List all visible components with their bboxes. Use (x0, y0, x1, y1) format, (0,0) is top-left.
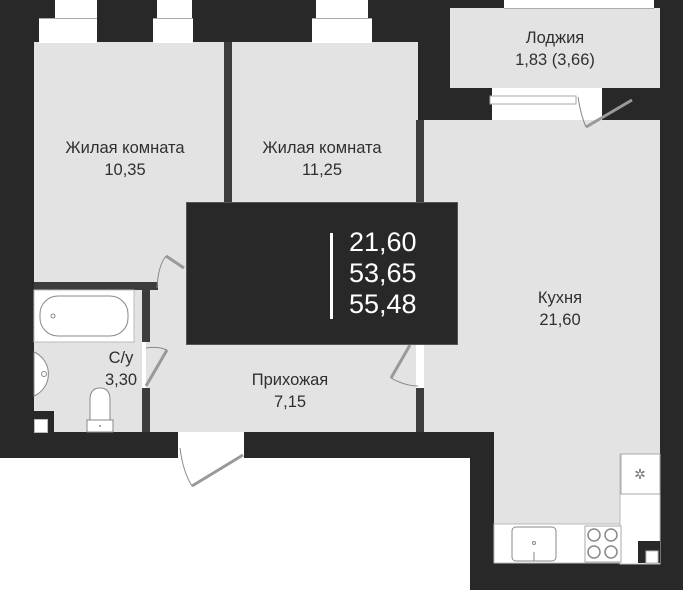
riser-icon (34, 419, 48, 433)
room-label-kitchen: Кухня 21,60 (538, 287, 582, 331)
wall-bottom-kitchen (470, 563, 683, 590)
bathtub-icon (33, 289, 135, 343)
room-name: Жилая комната (65, 139, 185, 157)
partition-bedrooms (224, 42, 232, 202)
stove-icon (584, 525, 622, 563)
window-icon[interactable] (504, 0, 654, 9)
kitchen-sink-icon (511, 526, 557, 562)
window-icon[interactable] (55, 0, 97, 18)
summary-values: 21,60 53,65 55,48 (349, 227, 417, 320)
entry-outside (0, 458, 470, 590)
room-label-loggia: Лоджия 1,83 (3,66) (515, 27, 595, 71)
fridge-icon: ✲ (620, 453, 661, 495)
area-summary-box: 21,60 53,65 55,48 (186, 202, 458, 345)
room-label-hall: Прихожая 7,15 (252, 369, 328, 413)
room-bedroom-2 (232, 42, 418, 202)
partition-bath-right-top (142, 290, 150, 342)
window-icon[interactable] (153, 18, 193, 43)
room-label-bedroom-2: Жилая комната 11,25 (262, 137, 381, 181)
wall-right (660, 0, 683, 590)
door-icon[interactable] (144, 96, 633, 488)
room-hall-left (34, 202, 184, 282)
riser-icon (645, 550, 659, 564)
loggia-door-frame (489, 95, 577, 105)
room-name: С/у (108, 349, 134, 367)
window-icon[interactable] (39, 18, 97, 43)
room-area: 3,30 (104, 371, 138, 389)
room-name: Жилая комната (262, 139, 382, 157)
toilet-icon (86, 387, 114, 433)
room-area: 7,15 (273, 393, 307, 411)
room-name: Прихожая (251, 371, 329, 389)
partition-bedroom2-kitchen (416, 120, 424, 202)
room-area: 11,25 (301, 161, 343, 179)
partition-hall-kitchen (416, 388, 424, 432)
bathroom-door-opening (178, 432, 244, 458)
room-loggia (450, 8, 660, 88)
total-area-value: 53,65 (349, 258, 417, 288)
partition-bath-right-bottom (142, 388, 150, 432)
room-area: 21,60 (539, 311, 581, 329)
room-label-bathroom: С/у 3,30 (105, 347, 137, 391)
room-area: 1,83 (3,66) (515, 51, 595, 69)
room-name: Кухня (537, 289, 583, 307)
partition-bath-top (34, 282, 158, 290)
wall-bottom-left (0, 432, 492, 458)
window-icon[interactable] (312, 18, 372, 43)
room-label-bedroom-1: Жилая комната 10,35 (65, 137, 184, 181)
summary-divider (330, 233, 333, 319)
window-icon[interactable] (157, 0, 192, 18)
wall-left (0, 0, 34, 458)
room-name: Лоджия (525, 29, 585, 47)
svg-text:✲: ✲ (634, 467, 646, 483)
living-area-value: 21,60 (349, 227, 417, 257)
total-area-with-loggia-value: 55,48 (349, 289, 417, 319)
sink-icon (33, 351, 49, 397)
room-area: 10,35 (104, 161, 146, 179)
room-kitchen (424, 120, 660, 432)
window-icon[interactable] (316, 0, 368, 18)
